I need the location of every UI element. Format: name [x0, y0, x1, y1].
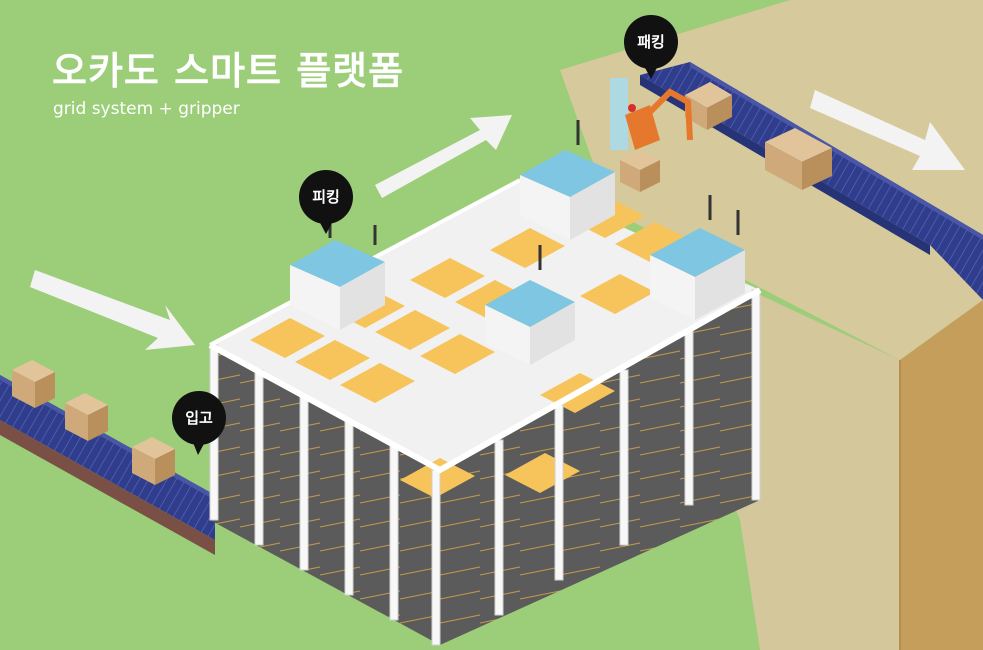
- robot-4: [650, 195, 745, 320]
- callout-bubbles: [172, 15, 678, 455]
- box-2: [65, 393, 108, 441]
- page-subtitle: grid system + gripper: [53, 99, 240, 119]
- robot-3: [485, 245, 575, 365]
- packing-bubble: [624, 15, 678, 69]
- packing-gripper-arm: [610, 78, 693, 192]
- packing-callout-label: 패킹: [637, 33, 665, 51]
- box-out-2: [765, 128, 832, 190]
- inbound-callout: 입고: [172, 391, 226, 445]
- picking-callout: 피킹: [299, 170, 353, 224]
- robot-2: [520, 120, 615, 240]
- page-title: 오카도 스마트 플랫폼: [52, 49, 405, 93]
- picking-robots: [290, 120, 745, 365]
- picking-bubble: [299, 170, 353, 224]
- outbound-flow-arrow: [810, 90, 965, 170]
- picking-flow-arrow: [375, 115, 512, 198]
- inbound-flow-arrow: [30, 270, 195, 350]
- box-1: [12, 360, 55, 408]
- outbound-boxes: [685, 82, 832, 190]
- inbound-callout-label: 입고: [185, 409, 213, 427]
- picking-callout-label: 피킹: [312, 188, 340, 206]
- box-3: [132, 437, 175, 485]
- inbound-bubble: [172, 391, 226, 445]
- packing-callout: 패킹: [624, 15, 678, 69]
- robot-1: [290, 218, 385, 330]
- flow-arrows: [30, 90, 965, 350]
- inbound-boxes: [12, 360, 175, 485]
